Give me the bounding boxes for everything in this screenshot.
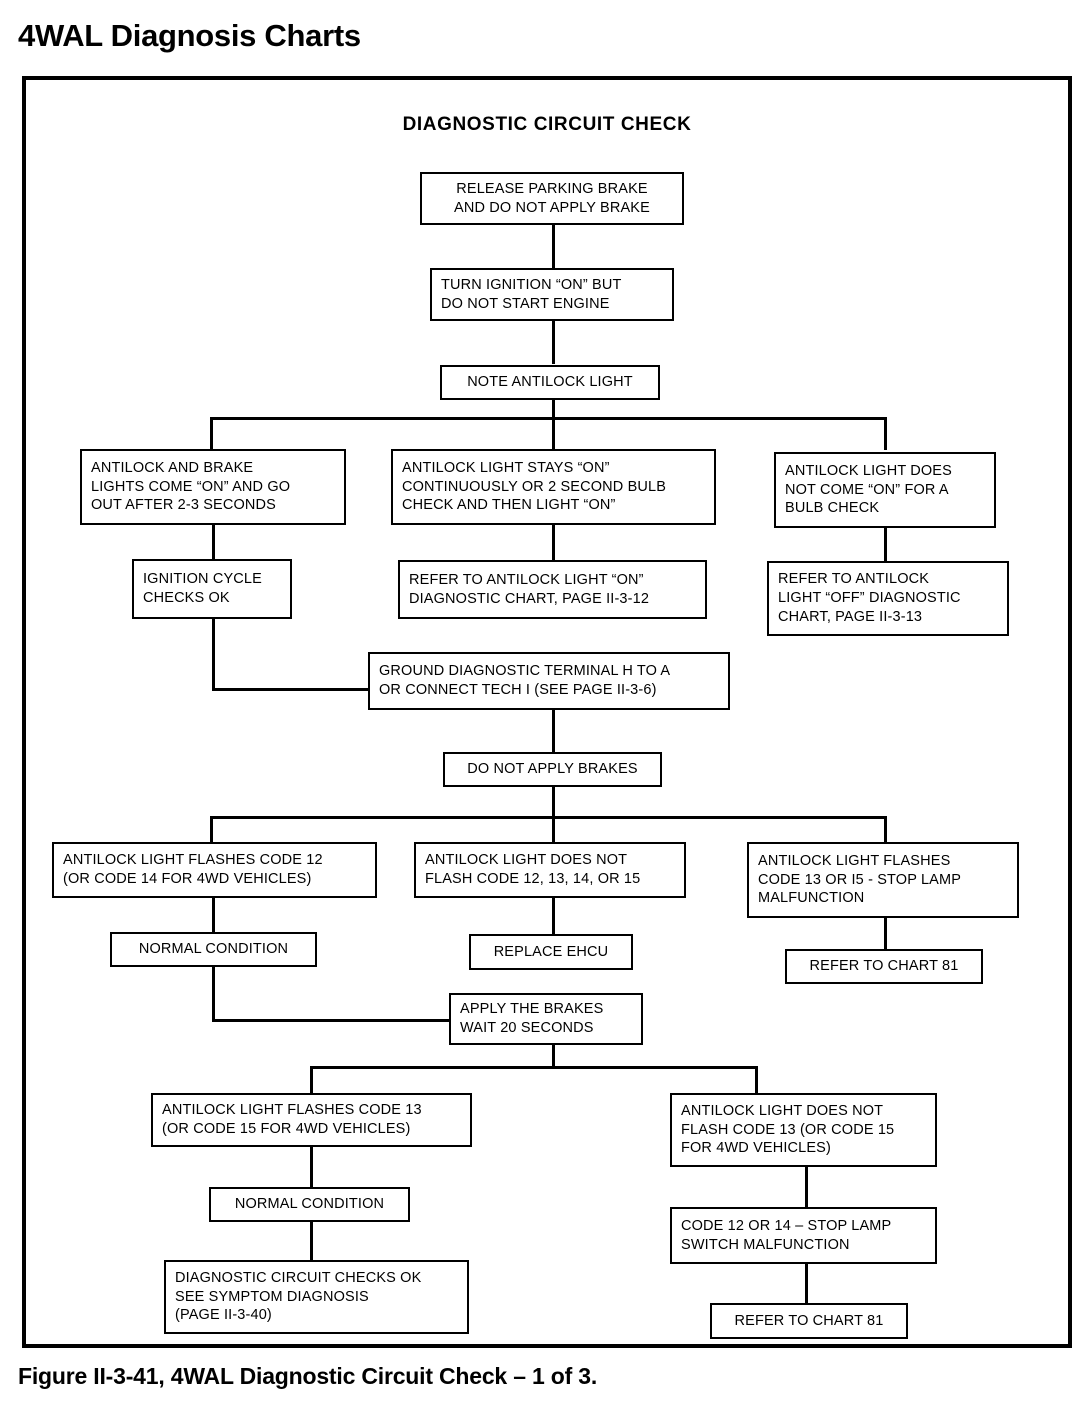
- node-flashes-code-13-or-15[interactable]: ANTILOCK LIGHT FLASHES CODE 13 OR I5 - S…: [747, 842, 1019, 918]
- node-refer-light-off-chart[interactable]: REFER TO ANTILOCK LIGHT “OFF” DIAGNOSTIC…: [767, 561, 1009, 636]
- node-note-antilock-light[interactable]: NOTE ANTILOCK LIGHT: [440, 365, 660, 400]
- node-ignition-cycle-checks-ok[interactable]: IGNITION CYCLE CHECKS OK: [132, 559, 292, 619]
- node-does-not-flash-12-13-14-15[interactable]: ANTILOCK LIGHT DOES NOT FLASH CODE 12, 1…: [414, 842, 686, 898]
- node-code-12-or-14[interactable]: CODE 12 OR 14 – STOP LAMP SWITCH MALFUNC…: [670, 1207, 937, 1264]
- connector-normal2-to-checksok: [310, 1221, 313, 1261]
- connector-mid-center-drop: [552, 816, 555, 843]
- node-refer-to-chart-81-upper[interactable]: REFER TO CHART 81: [785, 949, 983, 984]
- connector-split-center-drop: [552, 417, 555, 450]
- connector-split-bar-top: [210, 417, 887, 420]
- connector-lights-to-ignitioncycle: [212, 524, 215, 560]
- node-diagnostic-circuit-checks-ok[interactable]: DIAGNOSTIC CIRCUIT CHECKS OK SEE SYMPTOM…: [164, 1260, 469, 1334]
- connector-code1214-to-chart81: [805, 1263, 808, 1304]
- node-turn-ignition-on[interactable]: TURN IGNITION “ON” BUT DO NOT START ENGI…: [430, 268, 674, 321]
- node-release-parking-brake[interactable]: RELEASE PARKING BRAKE AND DO NOT APPLY B…: [420, 172, 684, 225]
- connector-code12-to-normal: [212, 897, 215, 933]
- connector-split-left-drop: [210, 417, 213, 450]
- connector-lower-right-drop: [755, 1066, 758, 1094]
- node-refer-to-chart-81-lower[interactable]: REFER TO CHART 81: [710, 1303, 908, 1339]
- connector-split-bar-mid: [210, 816, 887, 819]
- connector-notcomeon-to-referoff: [884, 528, 887, 561]
- connector-donotapply-down: [552, 786, 555, 818]
- connector-ignitioncycle-down: [212, 619, 215, 690]
- connector-note-down: [552, 399, 555, 419]
- node-lights-come-on-go-out[interactable]: ANTILOCK AND BRAKE LIGHTS COME “ON” AND …: [80, 449, 346, 525]
- connector-noflash-to-ehcu: [552, 897, 555, 935]
- connector-ground-to-donotapply: [552, 709, 555, 753]
- node-refer-light-on-chart[interactable]: REFER TO ANTILOCK LIGHT “ON” DIAGNOSTIC …: [398, 560, 707, 619]
- connector-code13-to-normal2: [310, 1146, 313, 1187]
- node-flashes-code-13[interactable]: ANTILOCK LIGHT FLASHES CODE 13 (OR CODE …: [151, 1093, 472, 1147]
- connector-ignitioncycle-right: [212, 688, 368, 691]
- connector-noflash13-to-code1214: [805, 1166, 808, 1208]
- node-normal-condition-upper[interactable]: NORMAL CONDITION: [110, 932, 317, 967]
- connector-release-to-ignition: [552, 224, 555, 269]
- chart-heading: DIAGNOSTIC CIRCUIT CHECK: [402, 114, 692, 135]
- connector-mid-left-drop: [210, 816, 213, 843]
- node-ground-diagnostic-terminal[interactable]: GROUND DIAGNOSTIC TERMINAL H TO A OR CON…: [368, 652, 730, 710]
- node-does-not-flash-code-13[interactable]: ANTILOCK LIGHT DOES NOT FLASH CODE 13 (O…: [670, 1093, 937, 1167]
- connector-normal-down: [212, 966, 215, 1022]
- connector-staysson-to-refer: [552, 524, 555, 561]
- connector-normal-right: [212, 1019, 451, 1022]
- connector-mid-right-drop: [884, 816, 887, 843]
- node-normal-condition-lower[interactable]: NORMAL CONDITION: [209, 1187, 410, 1222]
- connector-applybrakes-down: [552, 1042, 555, 1069]
- node-light-stays-on[interactable]: ANTILOCK LIGHT STAYS “ON” CONTINUOUSLY O…: [391, 449, 716, 525]
- figure-caption: Figure II-3-41, 4WAL Diagnostic Circuit …: [18, 1363, 598, 1389]
- connector-split-right-drop: [884, 417, 887, 450]
- node-flashes-code-12[interactable]: ANTILOCK LIGHT FLASHES CODE 12 (OR CODE …: [52, 842, 377, 898]
- node-apply-the-brakes[interactable]: APPLY THE BRAKES WAIT 20 SECONDS: [449, 993, 643, 1045]
- connector-lower-left-drop: [310, 1066, 313, 1094]
- node-light-does-not-come-on[interactable]: ANTILOCK LIGHT DOES NOT COME “ON” FOR A …: [774, 452, 996, 528]
- connector-flash1315-to-chart81: [884, 917, 887, 950]
- chart-frame: DIAGNOSTIC CIRCUIT CHECK: [22, 76, 1072, 1348]
- connector-ignition-to-note: [552, 320, 555, 364]
- node-do-not-apply-brakes[interactable]: DO NOT APPLY BRAKES: [443, 752, 662, 787]
- connector-split-bar-lower: [310, 1066, 758, 1069]
- node-replace-ehcu[interactable]: REPLACE EHCU: [469, 934, 633, 970]
- page-title: 4WAL Diagnosis Charts: [18, 18, 361, 53]
